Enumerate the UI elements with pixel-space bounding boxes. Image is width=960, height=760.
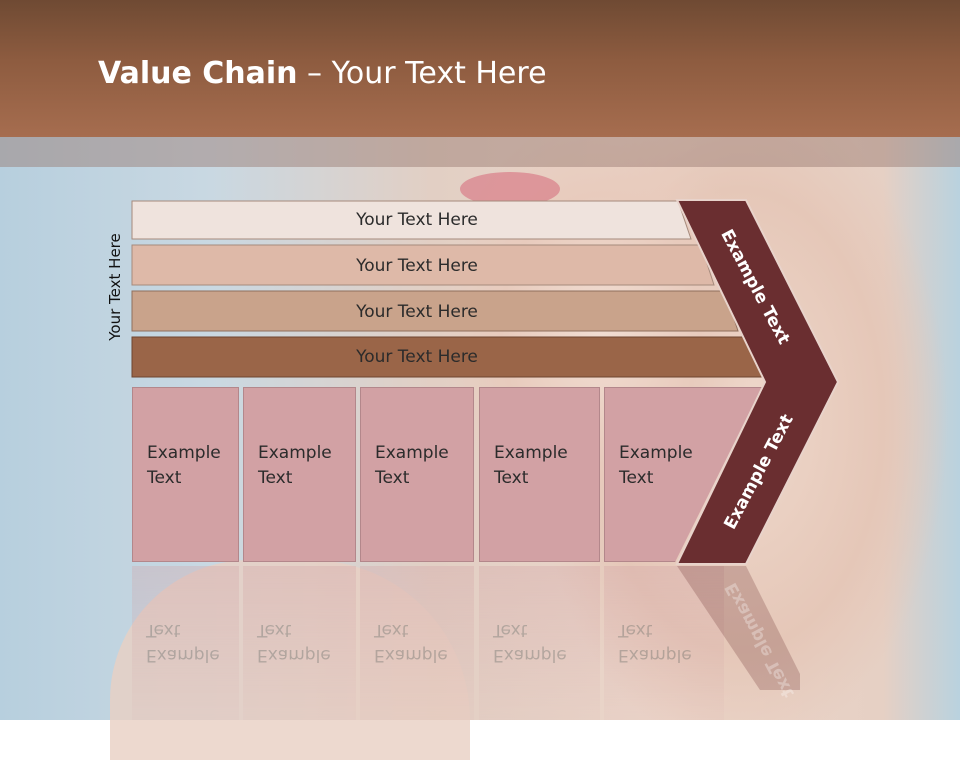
support-row-4: Your Text Here: [131, 336, 764, 378]
slide-title: Value Chain – Your Text Here: [98, 56, 547, 91]
box-reflection-5-label: Example Text: [618, 620, 692, 665]
title-band: [0, 137, 960, 167]
support-row-1: Your Text Here: [131, 200, 702, 240]
box-reflection-1-label: Example Text: [146, 620, 220, 665]
box-reflection-3: Example Text: [360, 566, 474, 720]
support-row-3: Your Text Here: [131, 290, 742, 332]
title-bar: [0, 0, 960, 137]
primary-box-5-label: Example Text: [619, 443, 693, 488]
primary-box-2-label: Example Text: [258, 443, 332, 488]
primary-box-3: Example Text: [360, 387, 474, 562]
primary-box-4-label: Example Text: [494, 443, 568, 488]
box-reflection-1: Example Text: [132, 566, 239, 720]
primary-box-1: Example Text: [132, 387, 239, 562]
support-row-3-label: Your Text Here: [356, 302, 478, 322]
box-reflection-4-label: Example Text: [493, 620, 567, 665]
primary-box-4: Example Text: [479, 387, 600, 562]
background-lips: [460, 172, 560, 206]
box-reflection-2-label: Example Text: [257, 620, 331, 665]
support-row-2-label: Your Text Here: [356, 256, 478, 276]
support-row-1-label: Your Text Here: [356, 210, 478, 230]
primary-box-1-label: Example Text: [147, 443, 221, 488]
box-reflection-3-label: Example Text: [374, 620, 448, 665]
primary-box-3-label: Example Text: [375, 443, 449, 488]
support-row-4-label: Your Text Here: [356, 347, 478, 367]
vertical-label: Your Text Here: [106, 233, 124, 341]
box-reflection-4: Example Text: [479, 566, 600, 720]
box-reflection-2: Example Text: [243, 566, 356, 720]
title-rest: – Your Text Here: [297, 56, 547, 91]
primary-box-2: Example Text: [243, 387, 356, 562]
box-reflection-5: Example Text: [604, 566, 724, 720]
support-row-2: Your Text Here: [131, 244, 722, 286]
title-bold: Value Chain: [98, 56, 298, 91]
